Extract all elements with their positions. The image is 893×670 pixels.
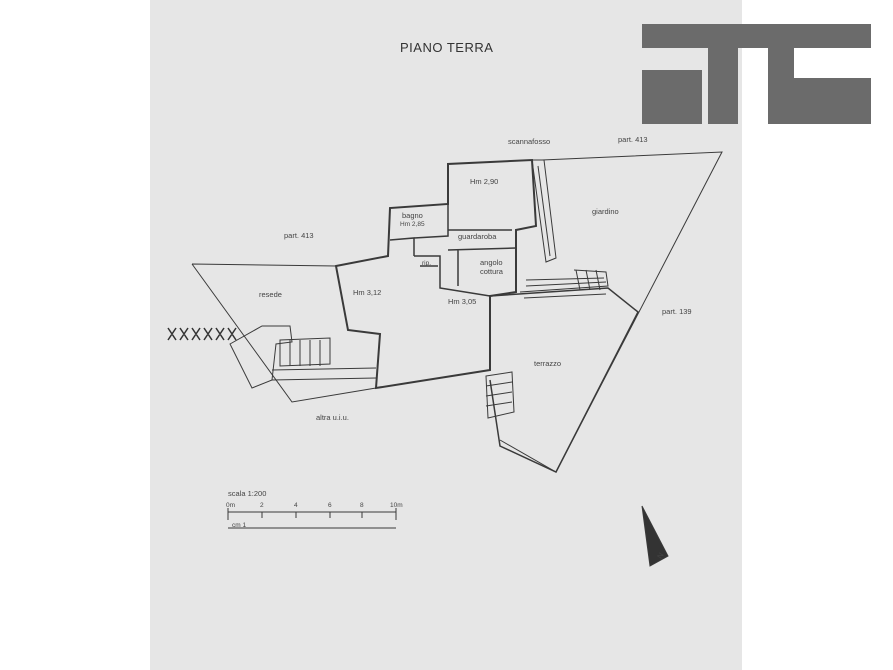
label-giardino: giardino (592, 207, 619, 216)
label-angolo: angolo (480, 258, 503, 267)
label-hm305: Hm 3,05 (448, 297, 477, 306)
scale-tick-label: 8 (360, 502, 364, 509)
scannafosso-strip (531, 159, 557, 263)
label-hm312: Hm 3,12 (353, 288, 382, 297)
label-cottura: cottura (480, 267, 503, 276)
label-part413-left: part. 413 (284, 231, 314, 240)
resede-boundary (191, 263, 377, 403)
north-arrow (641, 505, 669, 567)
scale-tick-label: 4 (294, 502, 298, 509)
label-altra-uiu: altra u.i.u. (316, 413, 349, 422)
label-part413-top: part. 413 (618, 135, 648, 144)
stairs-east (519, 269, 609, 299)
label-scale: scala 1:200 (228, 489, 267, 498)
page-title: PIANO TERRA (400, 40, 494, 55)
giardino-boundary (499, 151, 723, 473)
scale-sub-label: cm 1 (232, 522, 247, 529)
interior-walls (389, 204, 517, 297)
label-resede: resede (259, 290, 282, 299)
stairs-west (229, 325, 377, 389)
terrazzo-outline (489, 287, 639, 473)
label-hm285: Hm 2,85 (400, 221, 425, 228)
building-outline (334, 158, 538, 390)
scale-bar (227, 508, 397, 529)
scale-tick-label: 6 (328, 502, 332, 509)
label-terrazzo: terrazzo (534, 359, 562, 368)
scale-tick-label: 10m (390, 502, 403, 509)
label-hm290: Hm 2,90 (470, 177, 499, 186)
scale-tick-label: 0m (226, 502, 236, 509)
label-part139: part. 139 (662, 307, 692, 316)
label-bagno: bagno (402, 211, 423, 220)
hatch-mark (167, 327, 237, 341)
label-scannafosso: scannafosso (508, 137, 551, 146)
scale-tick-label: 2 (260, 502, 264, 509)
logo-watermark (642, 24, 871, 124)
label-rip: rip. (422, 260, 432, 267)
label-guardaroba: guardaroba (458, 232, 497, 241)
stairs-terrace (485, 371, 515, 419)
